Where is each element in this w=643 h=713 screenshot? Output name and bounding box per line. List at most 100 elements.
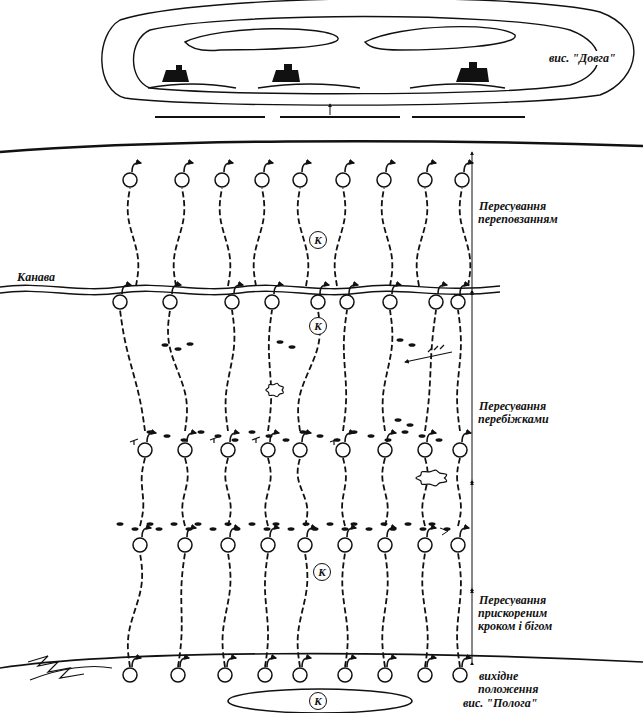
weapon-mark	[330, 439, 338, 445]
prone-mark	[273, 522, 280, 526]
movement-path	[342, 458, 346, 526]
turn-arrow	[147, 433, 156, 442]
soldier-mark	[338, 668, 352, 682]
prone-mark	[234, 527, 241, 531]
movement-path	[128, 188, 139, 286]
soldier-mark	[336, 173, 350, 187]
soldier-mark	[336, 443, 350, 457]
prone-mark	[195, 522, 202, 526]
movement-path	[383, 310, 393, 431]
soldier-mark	[163, 295, 177, 309]
prone-mark	[395, 418, 402, 422]
turn-arrow	[132, 163, 141, 172]
soldier-mark	[383, 295, 397, 309]
prone-mark	[164, 434, 171, 438]
prone-mark	[156, 527, 163, 531]
phase-label: Пересування прискореним кроком і бігом	[478, 593, 553, 633]
commander-letter: К	[314, 235, 321, 246]
prone-mark	[409, 343, 416, 347]
turn-arrow	[427, 528, 436, 537]
prone-mark	[249, 522, 256, 526]
soldier-mark	[378, 538, 392, 552]
soldier-mark	[138, 443, 152, 457]
movement-path	[382, 188, 393, 286]
prone-mark	[283, 438, 290, 442]
movement-path	[457, 553, 461, 667]
turn-arrow	[386, 163, 395, 172]
soldier-mark	[293, 443, 307, 457]
target-line	[155, 104, 525, 117]
movement-path	[422, 458, 427, 526]
turn-arrow	[460, 285, 469, 294]
trenches	[148, 84, 505, 88]
soldier-mark	[293, 668, 307, 682]
turn-arrow	[302, 433, 311, 442]
movement-path	[298, 553, 308, 667]
turn-arrow	[462, 658, 471, 667]
prone-mark	[186, 527, 193, 531]
turn-arrow	[387, 658, 396, 667]
soldier-columns	[113, 163, 473, 682]
movement-path	[382, 553, 387, 667]
soldier-mark	[377, 173, 391, 187]
weapon-mark	[252, 437, 260, 443]
prone-mark	[385, 438, 392, 442]
soldier-mark	[453, 443, 467, 457]
movement-path	[335, 188, 346, 286]
turn-arrow	[187, 433, 196, 442]
movement-path	[422, 553, 427, 667]
weapon-mark	[130, 439, 138, 445]
prone-mark	[429, 522, 436, 526]
turn-arrow	[387, 528, 396, 537]
turn-arrow	[142, 528, 151, 537]
turn-arrow	[267, 658, 276, 667]
soldier-mark	[221, 443, 235, 457]
phase-label: Пересування переповзанням	[478, 199, 559, 226]
prone-mark	[327, 522, 334, 526]
movement-path	[457, 310, 461, 431]
label-box: Пересування переповзанням	[478, 200, 598, 226]
prone-mark	[368, 434, 375, 438]
prone-mark	[420, 527, 427, 531]
prone-mark	[366, 527, 373, 531]
turn-arrow	[345, 433, 354, 442]
turn-arrow	[264, 163, 273, 172]
movement-path	[268, 310, 272, 431]
soldier-mark	[265, 295, 279, 309]
movement-path	[225, 458, 230, 526]
movement-path	[223, 553, 231, 667]
commander-circle: К	[309, 692, 327, 710]
movement-path	[174, 188, 185, 286]
movement-path	[168, 310, 187, 431]
prone-mark	[312, 527, 319, 531]
label-box: Канава	[16, 271, 96, 284]
movement-path	[178, 553, 185, 667]
prone-mark	[317, 434, 324, 438]
terrain-line	[0, 141, 643, 152]
prone-mark	[390, 527, 397, 531]
prone-mark	[175, 347, 182, 351]
movement-path	[457, 458, 461, 526]
turn-arrow	[320, 285, 329, 294]
turn-arrow	[274, 285, 283, 294]
soldier-mark	[418, 668, 432, 682]
movement-path	[128, 553, 142, 667]
soldier-mark	[338, 538, 352, 552]
soldier-mark	[261, 538, 275, 552]
soldier-mark	[455, 173, 469, 187]
movement-path	[343, 310, 347, 431]
prone-mark	[289, 345, 296, 349]
label-box: вихідне положення	[478, 670, 573, 696]
flank-arrow	[405, 345, 452, 362]
turn-arrow	[227, 658, 236, 667]
prone-mark	[351, 522, 358, 526]
soldier-mark	[258, 668, 272, 682]
movement-path	[220, 188, 231, 286]
soldier-mark	[429, 295, 443, 309]
weapon-mark	[210, 437, 218, 443]
prone-mark	[249, 430, 256, 434]
turn-arrow	[234, 285, 243, 294]
soldier-mark	[340, 295, 354, 309]
soldier-mark	[378, 443, 392, 457]
